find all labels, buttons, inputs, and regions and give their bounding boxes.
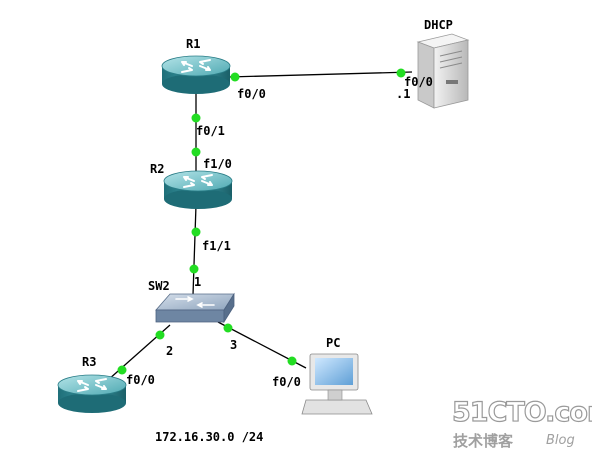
port-label-sw2-p1: 1: [194, 275, 201, 289]
port-label-pc-f00: f0/0: [272, 375, 301, 389]
port-dot-sw2-p1: [189, 264, 199, 274]
switch-sw2[interactable]: [155, 292, 235, 324]
watermark-subtitle: 技术博客: [453, 432, 514, 450]
port-label-r1-f01: f0/1: [196, 124, 225, 138]
router-icon: [163, 170, 233, 210]
link-r1-dhcp: [227, 71, 413, 78]
port-dot-dhcp-f00: [396, 68, 406, 78]
port-dot-r2-f10: [191, 147, 201, 157]
router-r3[interactable]: [57, 374, 127, 414]
watermark: 51CTO.com 技术博客 Blog: [451, 396, 592, 450]
device-label-r1: R1: [186, 37, 200, 51]
server-dhcp[interactable]: [416, 33, 470, 109]
port-dot-sw2-p3: [223, 323, 233, 333]
link-r2-sw2: [192, 204, 197, 296]
router-r1[interactable]: [161, 55, 231, 95]
router-icon: [57, 374, 127, 414]
port-dot-r1-f01: [191, 113, 201, 123]
device-label-r3: R3: [82, 355, 96, 369]
switch-icon: [155, 293, 235, 311]
router-icon: [161, 55, 231, 95]
watermark-site: 51CTO.com: [452, 397, 592, 428]
links: [107, 71, 413, 381]
router-r2[interactable]: [163, 170, 233, 210]
port-label-r1-f00: f0/0: [237, 87, 266, 101]
device-label-r2: R2: [150, 162, 164, 176]
port-label-r2-f11: f1/1: [202, 239, 231, 253]
network-subnet-label: 172.16.30.0 /24: [155, 430, 263, 444]
port-label-r3-f00: f0/0: [126, 373, 155, 387]
port-label-dhcp-f00: f0/0: [404, 75, 433, 89]
pc-host[interactable]: [301, 353, 373, 415]
port-label-sw2-p2: 2: [166, 344, 173, 358]
pc-keyboard-icon: [301, 399, 373, 415]
port-dot-pc-f00: [287, 356, 297, 366]
port-dot-r2-f11: [191, 227, 201, 237]
port-label-r2-f10: f1/0: [203, 157, 232, 171]
device-label-pc: PC: [326, 336, 340, 350]
port-dot-r3-f00: [117, 365, 127, 375]
port-label-dhcp-addr: .1: [396, 87, 410, 101]
port-dot-sw2-p2: [155, 330, 165, 340]
port-dots: [117, 68, 406, 375]
device-label-sw2: SW2: [148, 279, 170, 293]
port-dot-r1-f00: [230, 72, 240, 82]
device-label-dhcp: DHCP: [424, 18, 453, 32]
port-label-sw2-p3: 3: [230, 338, 237, 352]
watermark-blog: Blog: [546, 433, 575, 448]
